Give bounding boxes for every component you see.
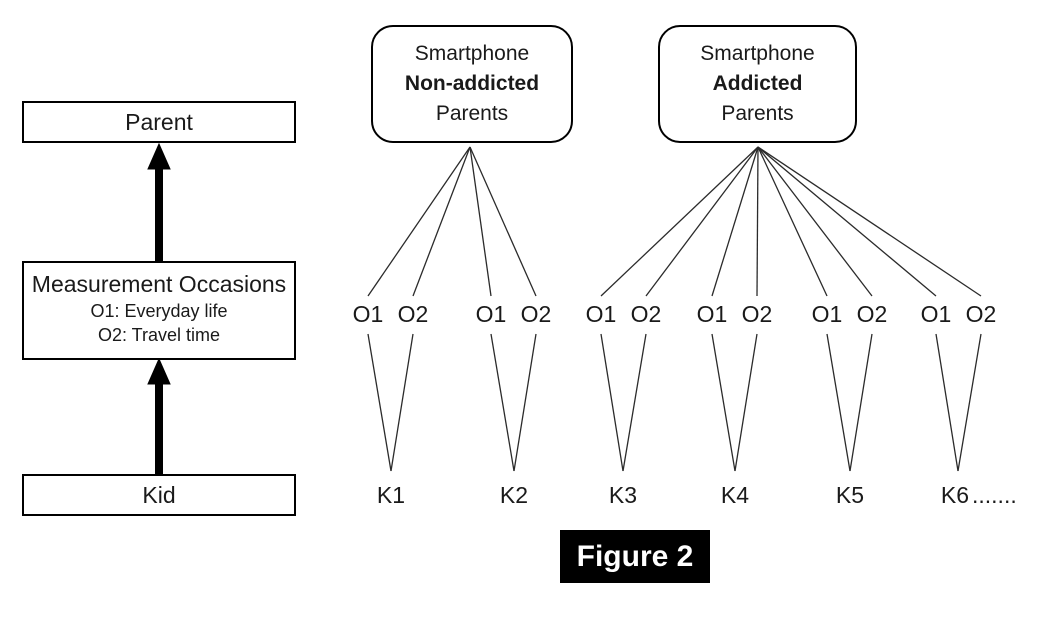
kids-continuation-dots: ....... [972, 482, 1017, 508]
kid-label: K1 [376, 482, 406, 508]
group-addicted-line3: Parents [721, 102, 794, 125]
occasion-label: O1 [585, 301, 617, 327]
group-box-addicted: Smartphone Addicted Parents [658, 25, 857, 143]
parent-box-label: Parent [125, 108, 193, 135]
figure-caption-box: Figure 2 [560, 530, 710, 583]
occasion-label: O2 [397, 301, 429, 327]
group-addicted-line2: Addicted [712, 72, 803, 95]
kid-label: K5 [835, 482, 865, 508]
occasion-label: O1 [696, 301, 728, 327]
occasion-label: O1 [475, 301, 507, 327]
kid-label: K3 [608, 482, 638, 508]
fan-addicted [600, 146, 982, 297]
fan-nonaddicted [367, 146, 537, 297]
group-box-nonaddicted: Smartphone Non-addicted Parents [371, 25, 573, 143]
occasion-label: O2 [965, 301, 997, 327]
occasion-label: O1 [920, 301, 952, 327]
group-nonaddicted-line2: Non-addicted [404, 72, 540, 95]
figure-caption-text: Figure 2 [576, 539, 694, 573]
occasion-label: O1 [352, 301, 384, 327]
kid-label: K6 [940, 482, 970, 508]
kid-label: K4 [720, 482, 750, 508]
occasion-label: O1 [811, 301, 843, 327]
kid-box-label: Kid [142, 481, 176, 508]
occasion-label: O2 [856, 301, 888, 327]
occasion1-definition: O1: Everyday life [90, 301, 228, 321]
group-nonaddicted-line3: Parents [435, 102, 509, 125]
measurement-occasions-box: Measurement Occasions O1: Everyday life … [22, 261, 296, 360]
occasion-kid-lines [367, 333, 982, 472]
occasion-label: O2 [520, 301, 552, 327]
arrow-kid-to-measurement [147, 357, 171, 474]
measurement-occasions-title: Measurement Occasions [31, 271, 287, 297]
arrow-measurement-to-parent [147, 142, 171, 261]
kid-box: Kid [22, 474, 296, 516]
group-nonaddicted-line1: Smartphone [414, 42, 530, 65]
group-addicted-line1: Smartphone [700, 42, 815, 65]
occasion2-definition: O2: Travel time [97, 325, 221, 345]
parent-box: Parent [22, 101, 296, 143]
kid-label: K2 [499, 482, 529, 508]
occasion-label: O2 [630, 301, 662, 327]
occasion-label: O2 [741, 301, 773, 327]
